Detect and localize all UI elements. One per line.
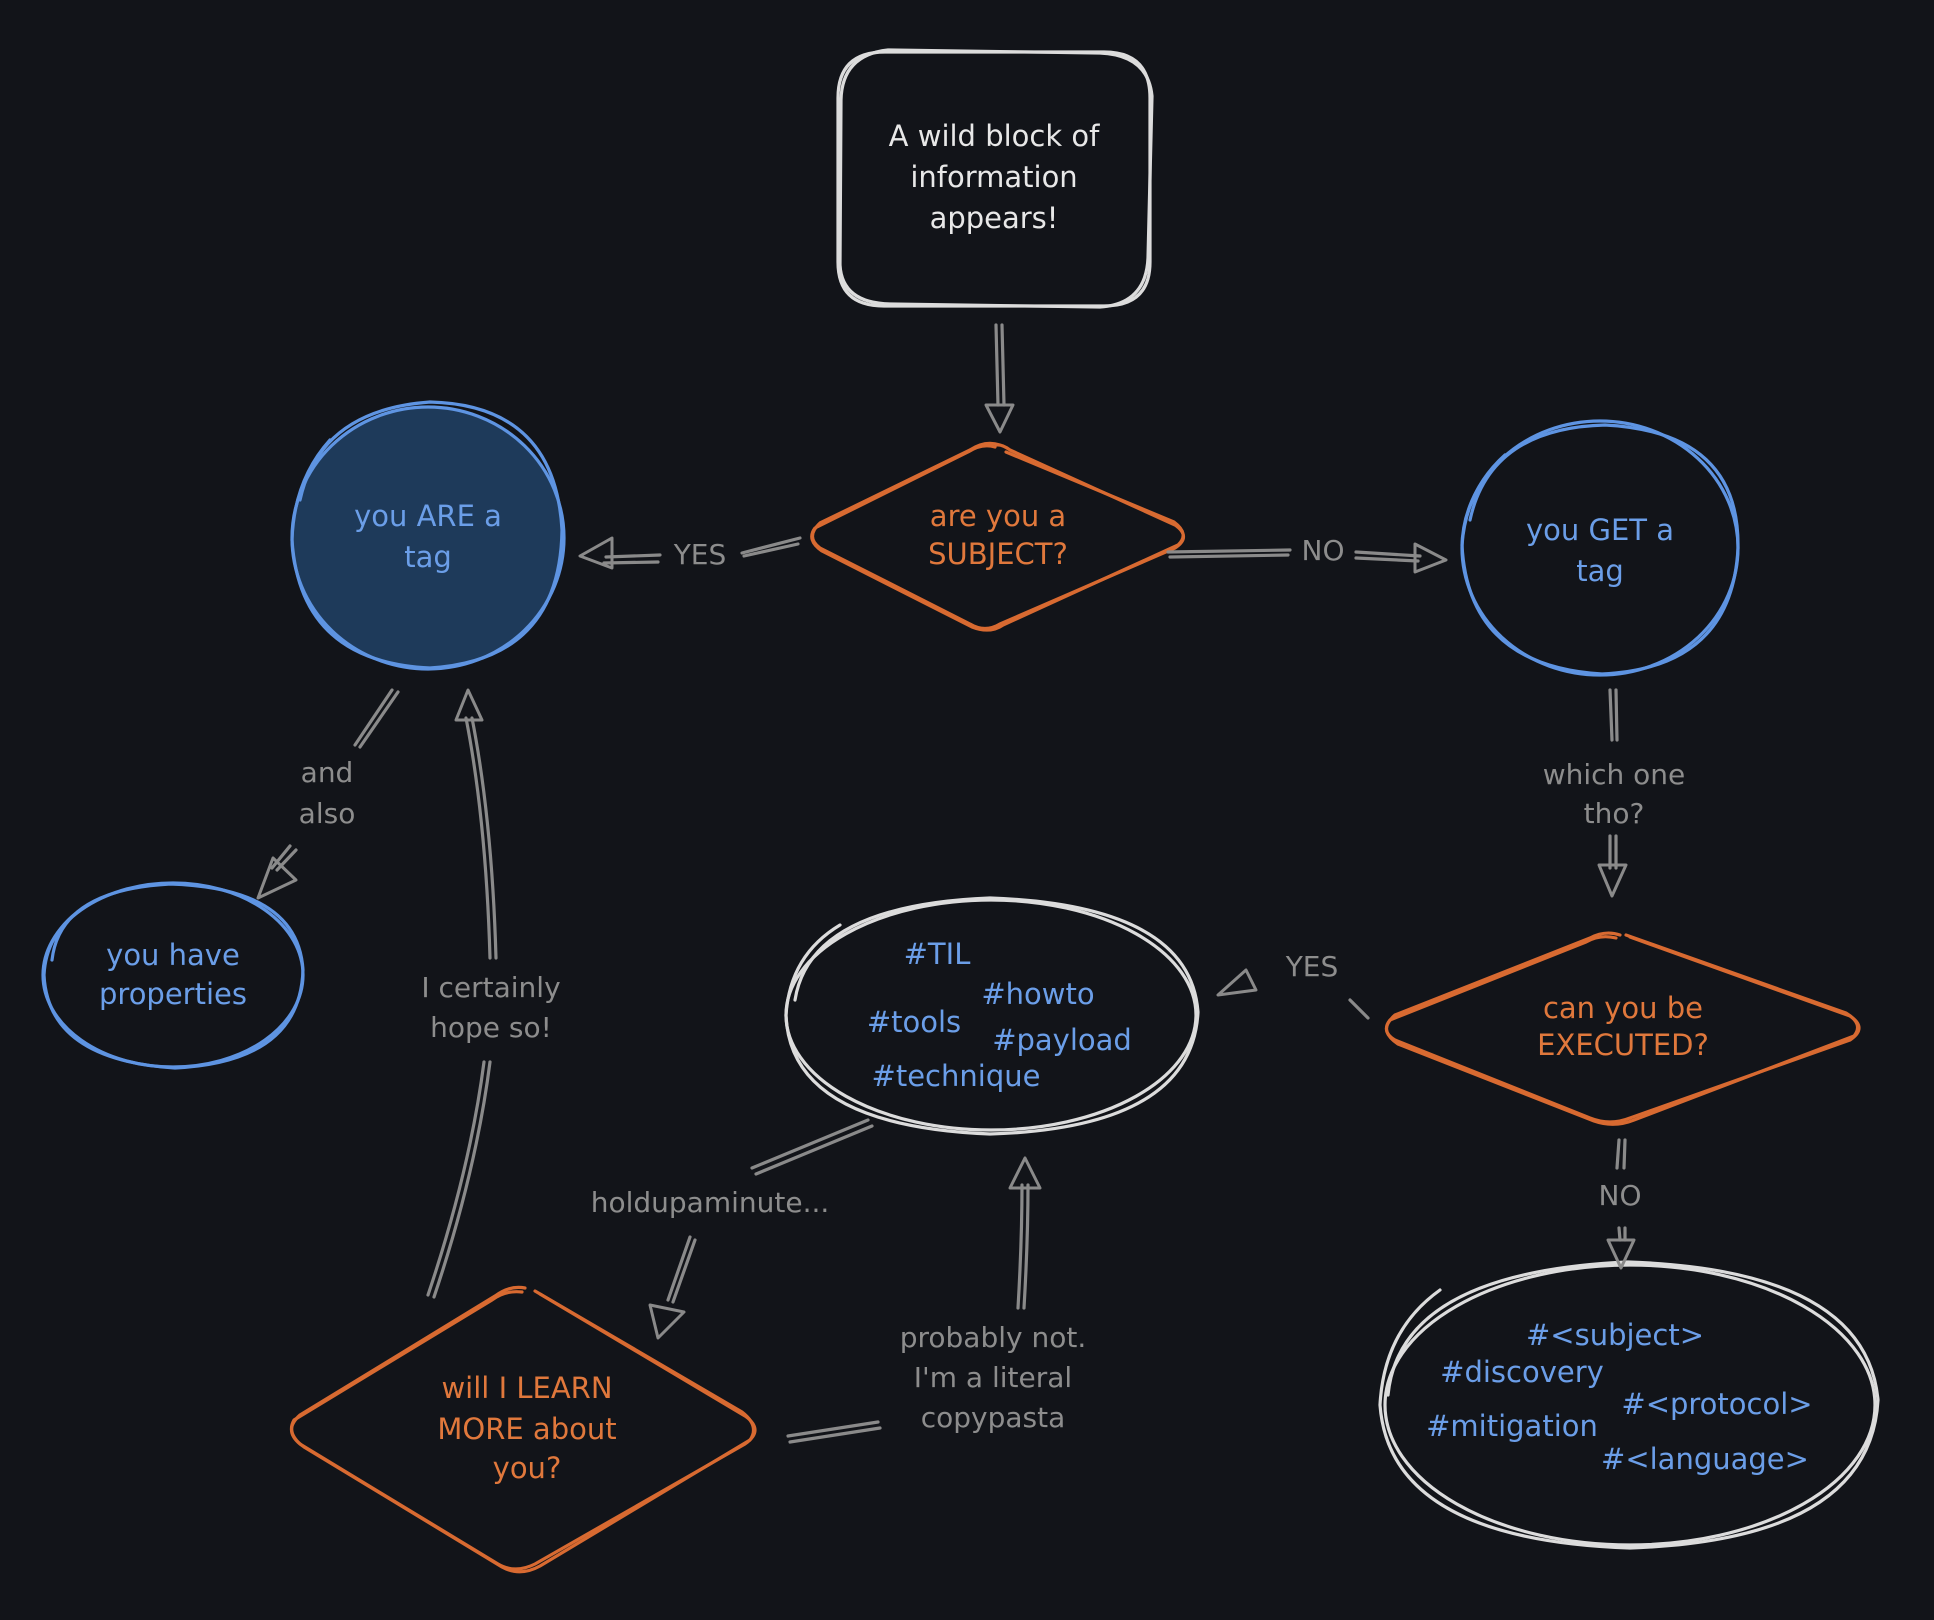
subject-question-line-2: SUBJECT? bbox=[928, 537, 1068, 571]
start-node-line-1: A wild block of bbox=[889, 119, 1100, 153]
edge-executed-no: NO bbox=[1599, 1138, 1642, 1270]
edge-label-probably-3: copypasta bbox=[921, 1401, 1066, 1434]
are-tag-node[interactable]: you ARE a tag bbox=[290, 400, 566, 671]
subject-question-line-1: are you a bbox=[930, 499, 1066, 533]
til-tags-node[interactable]: #TIL #howto #tools #payload #technique bbox=[784, 896, 1200, 1136]
edge-label-probably-1: probably not. bbox=[900, 1321, 1087, 1354]
edge-label-no-exec: NO bbox=[1599, 1179, 1642, 1212]
are-tag-line-2: tag bbox=[404, 540, 452, 574]
til-tag-payload: #payload bbox=[992, 1023, 1132, 1057]
edge-label-hope-2: hope so! bbox=[430, 1011, 552, 1044]
til-tag-technique: #technique bbox=[872, 1059, 1041, 1093]
edge-label-holdup: holdupaminute... bbox=[591, 1186, 830, 1219]
start-node-line-2: information bbox=[910, 160, 1077, 194]
subject-tag-protocol: #<protocol> bbox=[1621, 1387, 1812, 1421]
subject-tag-discovery: #discovery bbox=[1440, 1355, 1604, 1389]
learn-question-line-2: MORE about bbox=[437, 1412, 616, 1446]
edge-label-probably-2: I'm a literal bbox=[914, 1361, 1072, 1394]
properties-line-1: you have bbox=[106, 938, 240, 972]
edge-label-tho: tho? bbox=[1584, 797, 1645, 830]
edge-label-yes-exec: YES bbox=[1285, 950, 1339, 983]
til-tag-til: #TIL bbox=[904, 937, 971, 971]
edge-label-also: also bbox=[299, 797, 356, 830]
learn-question-line-3: you? bbox=[493, 1451, 562, 1485]
edge-label-and: and bbox=[301, 756, 354, 789]
properties-node[interactable]: you have properties bbox=[41, 881, 305, 1070]
subject-tag-mitigation: #mitigation bbox=[1426, 1409, 1598, 1443]
executed-question-node[interactable]: can you be EXECUTED? bbox=[1384, 931, 1861, 1126]
edge-label-which-one: which one bbox=[1543, 758, 1686, 791]
edge-are-to-properties: and also bbox=[256, 688, 400, 900]
edge-label-hope-1: I certainly bbox=[421, 971, 560, 1004]
edge-executed-yes: YES bbox=[1216, 950, 1370, 1020]
edge-label-no-right: NO bbox=[1302, 534, 1345, 567]
properties-line-2: properties bbox=[99, 977, 247, 1011]
edge-subject-no: NO bbox=[1166, 534, 1448, 574]
subject-tags-node[interactable]: #<subject> #discovery #<protocol> #mitig… bbox=[1378, 1260, 1880, 1550]
learn-question-node[interactable]: will I LEARN MORE about you? bbox=[289, 1285, 757, 1574]
edge-subject-yes: YES bbox=[578, 536, 802, 571]
edge-label-yes-left: YES bbox=[673, 538, 727, 571]
edge-learn-to-are: I certainly hope so! bbox=[421, 688, 561, 1299]
edge-get-to-executed: which one tho? bbox=[1543, 688, 1686, 898]
start-node[interactable]: A wild block of information appears! bbox=[836, 48, 1154, 309]
get-tag-line-1: you GET a bbox=[1526, 513, 1674, 547]
executed-question-line-1: can you be bbox=[1543, 991, 1703, 1025]
learn-question-line-1: will I LEARN bbox=[441, 1371, 612, 1405]
edge-learn-to-til: probably not. I'm a literal copypasta bbox=[786, 1156, 1087, 1444]
edge-start-to-subject bbox=[984, 323, 1015, 434]
get-tag-node[interactable]: you GET a tag bbox=[1460, 419, 1740, 677]
get-tag-line-2: tag bbox=[1576, 554, 1624, 588]
edge-til-to-learn: holdupaminute... bbox=[591, 1118, 874, 1340]
subject-question-node[interactable]: are you a SUBJECT? bbox=[810, 441, 1186, 632]
subject-tag-language: #<language> bbox=[1601, 1442, 1809, 1476]
executed-question-line-2: EXECUTED? bbox=[1537, 1028, 1709, 1062]
til-tag-howto: #howto bbox=[981, 977, 1094, 1011]
subject-tag-subject: #<subject> bbox=[1526, 1318, 1704, 1352]
are-tag-line-1: you ARE a bbox=[354, 499, 502, 533]
til-tag-tools: #tools bbox=[867, 1005, 961, 1039]
start-node-line-3: appears! bbox=[930, 201, 1059, 235]
